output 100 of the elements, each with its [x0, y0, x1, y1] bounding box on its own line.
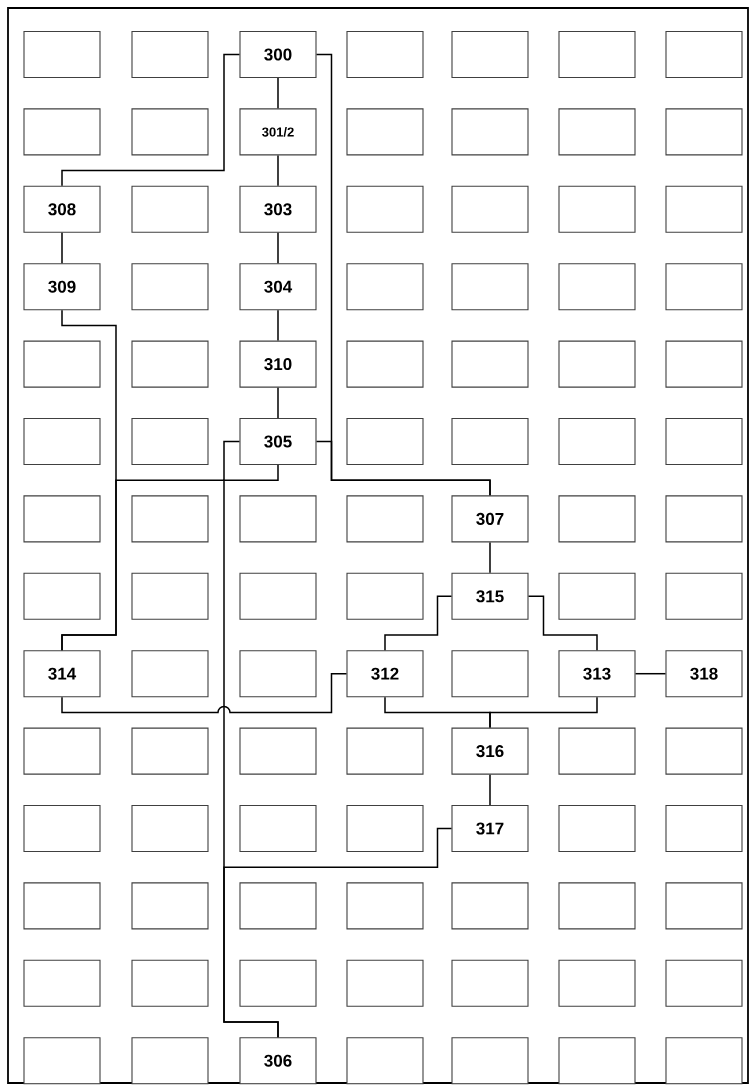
empty-box [558, 804, 636, 853]
empty-box [451, 185, 529, 233]
empty-box [239, 804, 317, 853]
connector-line [489, 696, 598, 729]
empty-box [558, 185, 636, 233]
empty-box [131, 495, 209, 543]
empty-box [346, 1037, 424, 1085]
empty-box [346, 263, 424, 311]
empty-box [665, 185, 743, 233]
empty-box [23, 417, 101, 466]
empty-box [23, 727, 101, 775]
empty-box [346, 572, 424, 620]
empty-box [665, 30, 743, 79]
connector-line [315, 440, 491, 497]
empty-box [451, 959, 529, 1007]
empty-box [346, 804, 424, 853]
empty-box [23, 959, 101, 1007]
empty-box [346, 108, 424, 156]
connector-line [61, 53, 241, 187]
empty-box [131, 417, 209, 466]
empty-box [665, 495, 743, 543]
connector-line [61, 232, 63, 264]
empty-box [665, 340, 743, 388]
empty-box [558, 572, 636, 620]
empty-box [665, 572, 743, 620]
empty-box [665, 1037, 743, 1085]
empty-box [558, 882, 636, 930]
empty-box [131, 185, 209, 233]
empty-box [451, 882, 529, 930]
empty-box [131, 1037, 209, 1085]
empty-box [558, 959, 636, 1007]
empty-box [346, 185, 424, 233]
empty-box [239, 572, 317, 620]
empty-box [451, 650, 529, 698]
empty-box [131, 263, 209, 311]
empty-box [558, 495, 636, 543]
empty-box [131, 108, 209, 156]
empty-box [346, 959, 424, 1007]
empty-box [23, 495, 101, 543]
empty-box [131, 727, 209, 775]
empty-box [346, 727, 424, 775]
numbered-box: 309 [23, 263, 101, 311]
empty-box [131, 804, 209, 853]
numbered-box: 300 [239, 30, 317, 79]
numbered-box: 317 [451, 804, 529, 853]
empty-box [131, 959, 209, 1007]
numbered-box: 301/2 [239, 108, 317, 156]
numbered-box: 310 [239, 340, 317, 388]
numbered-box: 305 [239, 417, 317, 466]
empty-box [131, 340, 209, 388]
numbered-box: 304 [239, 263, 317, 311]
empty-box [451, 108, 529, 156]
empty-box [558, 727, 636, 775]
empty-box [23, 30, 101, 79]
empty-box [665, 108, 743, 156]
empty-box [131, 30, 209, 79]
connector-line [277, 232, 279, 264]
empty-box [451, 30, 529, 79]
connector-line [527, 595, 598, 651]
empty-box [558, 30, 636, 79]
numbered-box: 306 [239, 1037, 317, 1085]
empty-box [239, 727, 317, 775]
connector-line [634, 672, 667, 675]
connector-line [277, 77, 279, 110]
empty-box [23, 340, 101, 388]
numbered-box: 318 [665, 650, 743, 698]
numbered-box: 316 [451, 727, 529, 775]
numbered-box: 307 [451, 495, 529, 543]
empty-box [239, 650, 317, 698]
empty-box [23, 804, 101, 853]
connector-line [223, 827, 453, 1038]
empty-box [346, 417, 424, 466]
connector-line [277, 154, 279, 187]
empty-box [665, 804, 743, 853]
empty-box [239, 882, 317, 930]
empty-box [558, 340, 636, 388]
empty-box [558, 108, 636, 156]
empty-box [23, 108, 101, 156]
empty-box [558, 263, 636, 311]
empty-box [346, 30, 424, 79]
empty-box [23, 882, 101, 930]
numbered-box: 303 [239, 185, 317, 233]
connector-line [277, 386, 279, 419]
connector-line [489, 541, 491, 574]
empty-box [451, 340, 529, 388]
connector-line [61, 440, 241, 651]
numbered-box: 312 [346, 650, 424, 698]
connector-line [384, 595, 453, 651]
empty-box [451, 417, 529, 466]
numbered-box: 308 [23, 185, 101, 233]
empty-box [131, 572, 209, 620]
numbered-box: 313 [558, 650, 636, 698]
connector-line [489, 773, 491, 806]
empty-box [451, 263, 529, 311]
empty-box [346, 882, 424, 930]
empty-box [558, 417, 636, 466]
empty-box [346, 340, 424, 388]
empty-box [558, 1037, 636, 1085]
empty-box [131, 882, 209, 930]
empty-box [346, 495, 424, 543]
